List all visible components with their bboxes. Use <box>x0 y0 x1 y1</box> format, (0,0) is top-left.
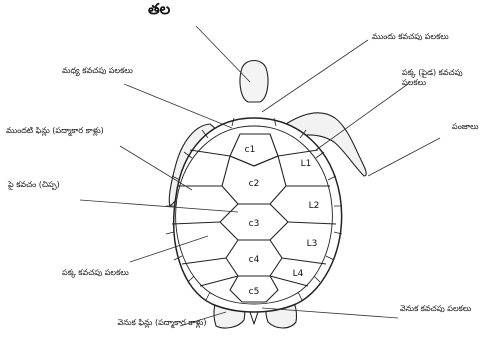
leader-head <box>196 26 250 82</box>
label-rear-scutes: వెనుక కవచపు పలకలు <box>400 304 478 314</box>
label-front-scutes: ముందు కవచపు పలకలు <box>372 32 449 42</box>
scute-label-c3: c3 <box>249 219 260 229</box>
turtle-tail <box>250 312 258 324</box>
leader-middle-scutes <box>124 84 232 128</box>
leader-front-scutes <box>262 40 368 112</box>
scute-label-L3: L3 <box>307 239 318 249</box>
label-carapace: పై కవచం (చిప్ప) <box>8 180 60 190</box>
scute-label-c1: c1 <box>245 145 256 155</box>
label-front-flippers: ముందటి ఫిన్లు (పద్మాకార కాళ్లు) <box>6 126 104 136</box>
turtle-head <box>240 61 268 103</box>
scute-label-c4: c4 <box>249 255 260 265</box>
label-head: తల <box>148 0 170 18</box>
scute-label-c2: c2 <box>249 179 260 189</box>
leader-claws <box>368 138 440 176</box>
label-claws: పంజాలు <box>452 122 479 132</box>
scute-label-L1: L1 <box>301 159 312 169</box>
label-middle-scutes: మధ్య కవచపు పలకలు <box>62 66 133 76</box>
label-back-flippers: వెనుక ఫిన్లు (పద్మాకార కాళ్లు) <box>110 318 214 328</box>
scute-label-c5: c5 <box>249 287 260 297</box>
scute-label-L2: L2 <box>309 201 320 211</box>
label-lateral-scutes-right: పక్క (పైడ) కవచపు పలకలు <box>402 68 484 88</box>
scute-label-L4: L4 <box>293 269 304 279</box>
label-side-scutes-left: పక్క కవచపు పలకలు <box>62 268 129 278</box>
